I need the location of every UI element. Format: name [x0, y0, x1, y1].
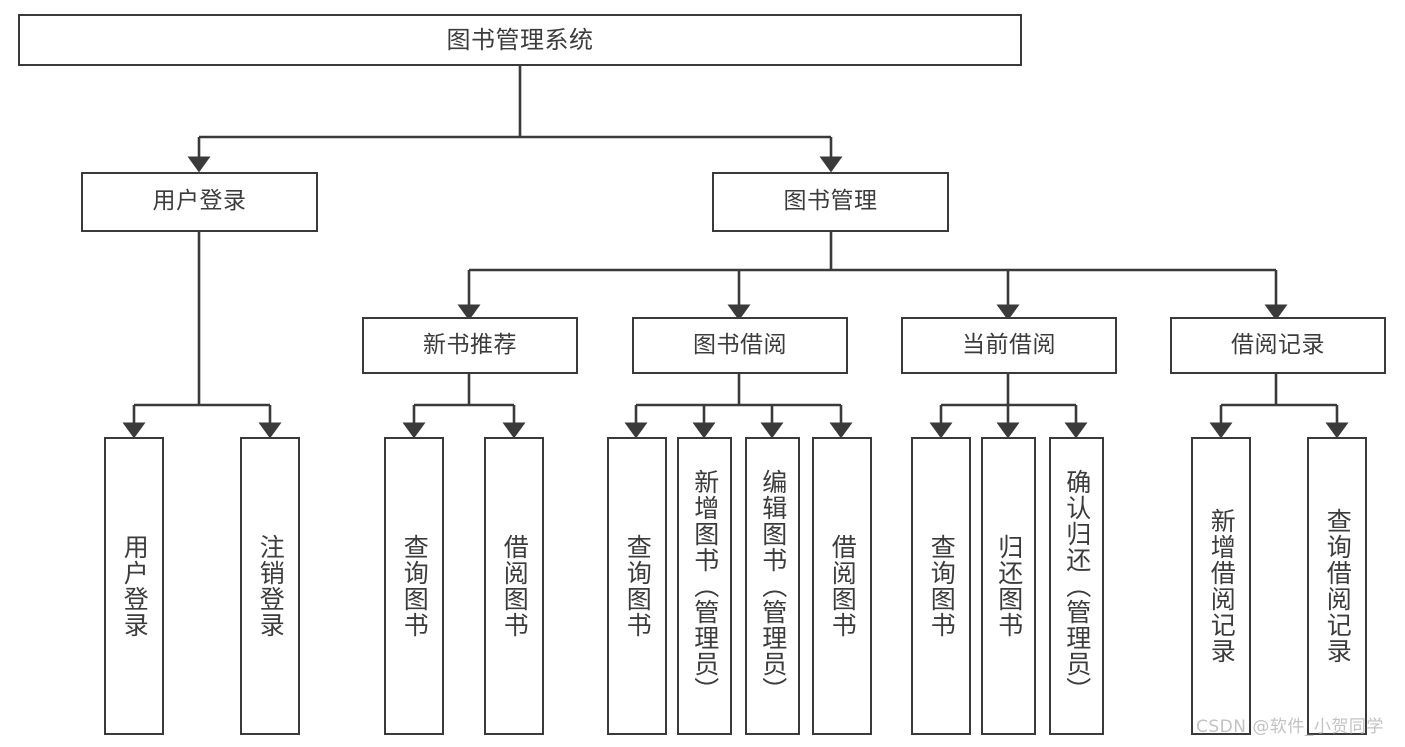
node-label: 归还图书	[994, 534, 1024, 638]
node-label: 图书管理系统	[446, 25, 594, 54]
node-leaf-user-login[interactable]: 用户登录	[104, 437, 164, 735]
node-leaf-edit-book-admin[interactable]: 编辑图书（管理员）	[745, 437, 800, 735]
node-label: 图书管理	[783, 188, 878, 215]
node-label: 借阅记录	[1231, 331, 1325, 358]
node-current-borrow[interactable]: 当前借阅	[901, 317, 1117, 374]
node-label: 新书推荐	[423, 331, 517, 358]
node-label: 新增借阅记录	[1207, 508, 1237, 664]
node-label: 查询借阅记录	[1323, 508, 1353, 664]
node-leaf-borrow-book-recommend[interactable]: 借阅图书	[484, 437, 544, 735]
node-label: 注销登录	[256, 534, 286, 638]
node-leaf-query-book-borrow[interactable]: 查询图书	[607, 437, 667, 735]
node-leaf-borrow-book[interactable]: 借阅图书	[812, 437, 872, 735]
node-borrow-record[interactable]: 借阅记录	[1170, 317, 1386, 374]
node-leaf-query-book-current[interactable]: 查询图书	[911, 437, 971, 735]
node-label: 用户登录	[152, 188, 247, 215]
node-leaf-logout[interactable]: 注销登录	[240, 437, 300, 735]
node-label: 图书借阅	[693, 331, 787, 358]
node-label: 查询图书	[400, 534, 430, 638]
node-user-login[interactable]: 用户登录	[81, 172, 318, 232]
node-leaf-add-book-admin[interactable]: 新增图书（管理员）	[677, 437, 732, 735]
node-label: 借阅图书	[828, 534, 858, 638]
node-leaf-return-book[interactable]: 归还图书	[981, 437, 1036, 735]
node-leaf-query-book-recommend[interactable]: 查询图书	[384, 437, 444, 735]
node-label: 新增图书（管理员）	[690, 469, 720, 703]
node-label: 当前借阅	[962, 331, 1056, 358]
node-label: 确认归还（管理员）	[1062, 469, 1092, 703]
node-root-system[interactable]: 图书管理系统	[18, 14, 1022, 66]
node-leaf-query-borrow-record[interactable]: 查询借阅记录	[1307, 437, 1367, 735]
csdn-watermark: CSDN @软件_小贺同学	[1196, 717, 1384, 737]
node-book-borrow[interactable]: 图书借阅	[632, 317, 848, 374]
node-label: 借阅图书	[500, 534, 530, 638]
node-leaf-confirm-return-admin[interactable]: 确认归还（管理员）	[1049, 437, 1104, 735]
node-label: 编辑图书（管理员）	[758, 469, 788, 703]
node-label: 查询图书	[927, 534, 957, 638]
node-leaf-add-borrow-record[interactable]: 新增借阅记录	[1191, 437, 1251, 735]
node-new-book-recommend[interactable]: 新书推荐	[362, 317, 578, 374]
node-book-management[interactable]: 图书管理	[712, 172, 949, 232]
node-label: 查询图书	[623, 534, 653, 638]
node-label: 用户登录	[120, 534, 150, 638]
